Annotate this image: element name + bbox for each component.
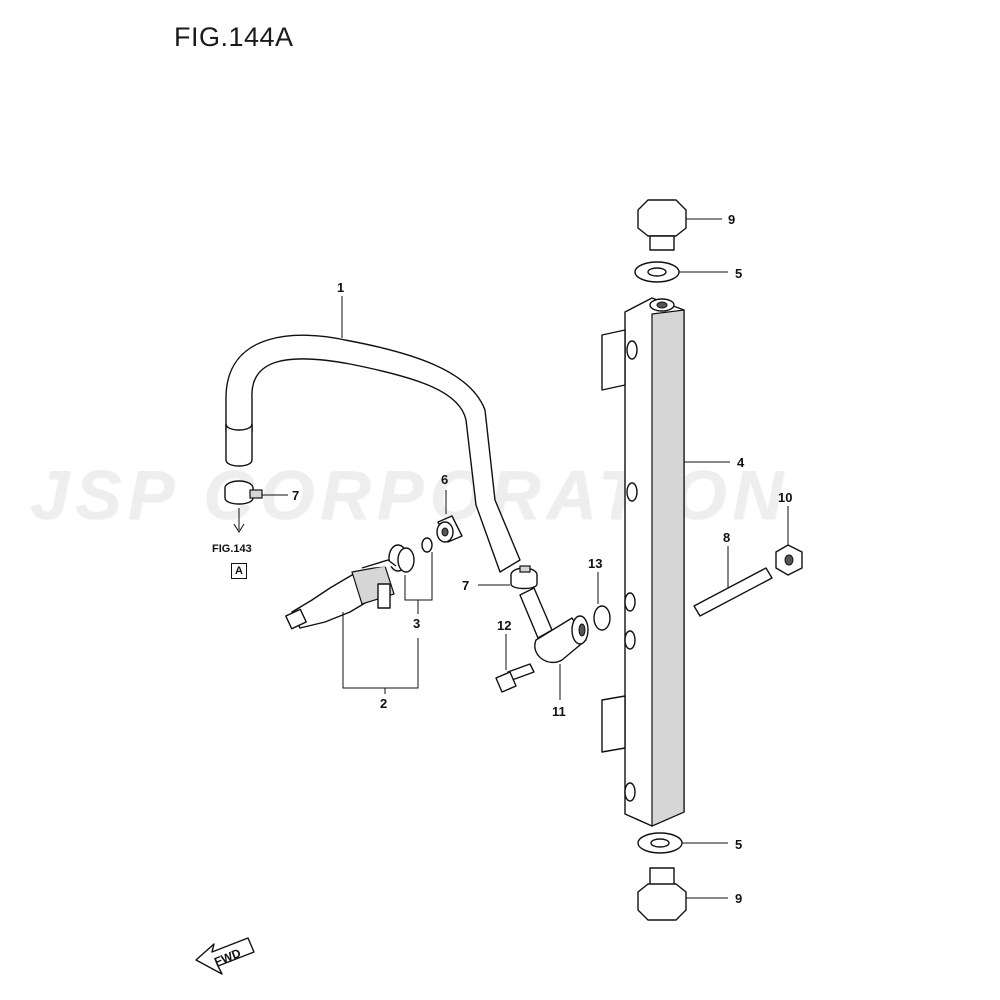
nut-part-10[interactable]	[775, 544, 803, 576]
callout-7-left: 7	[292, 488, 299, 503]
forward-direction-arrow: FWD	[195, 937, 255, 975]
callout-5-bottom: 5	[735, 837, 742, 852]
stud-part-8[interactable]	[693, 567, 773, 617]
fuel-hose-part-1[interactable]	[225, 334, 521, 573]
cap-part-6[interactable]	[436, 515, 463, 543]
callout-11: 11	[552, 704, 566, 719]
callout-13: 13	[588, 556, 602, 571]
reference-figure-label[interactable]: FIG.143	[212, 543, 252, 555]
fwd-label: FWD	[212, 946, 243, 969]
washer-bottom-part-5[interactable]	[637, 832, 683, 854]
callout-1: 1	[337, 280, 344, 295]
figure-title: FIG.144A	[174, 22, 294, 52]
rail-bolt-top-part-9[interactable]	[637, 199, 687, 251]
hose-clamp-center-part-7[interactable]	[510, 565, 538, 590]
callout-10: 10	[778, 490, 792, 505]
callout-2: 2	[380, 696, 387, 711]
callout-8: 8	[723, 530, 730, 545]
callout-12: 12	[497, 618, 511, 633]
callout-7-center: 7	[462, 578, 469, 593]
callout-3: 3	[413, 616, 420, 631]
fitting-bolt-part-12[interactable]	[495, 663, 535, 693]
fuel-fitting-part-11[interactable]	[519, 587, 589, 664]
rail-bolt-bottom-part-9[interactable]	[637, 867, 687, 921]
fuel-rail-part-4[interactable]	[601, 297, 685, 827]
callout-5-top: 5	[735, 266, 742, 281]
o-ring-set-part-3[interactable]	[388, 537, 433, 573]
hose-clamp-left-part-7[interactable]	[224, 480, 263, 505]
callout-4: 4	[737, 455, 745, 470]
fuel-injector-part-2[interactable]	[285, 559, 397, 630]
callout-6: 6	[441, 472, 448, 487]
fitting-o-ring-part-13[interactable]	[593, 605, 611, 631]
callout-9-bottom: 9	[735, 891, 742, 906]
washer-top-part-5[interactable]	[634, 261, 680, 283]
reference-box-letter: A	[231, 563, 247, 579]
callout-9-top: 9	[728, 212, 735, 227]
